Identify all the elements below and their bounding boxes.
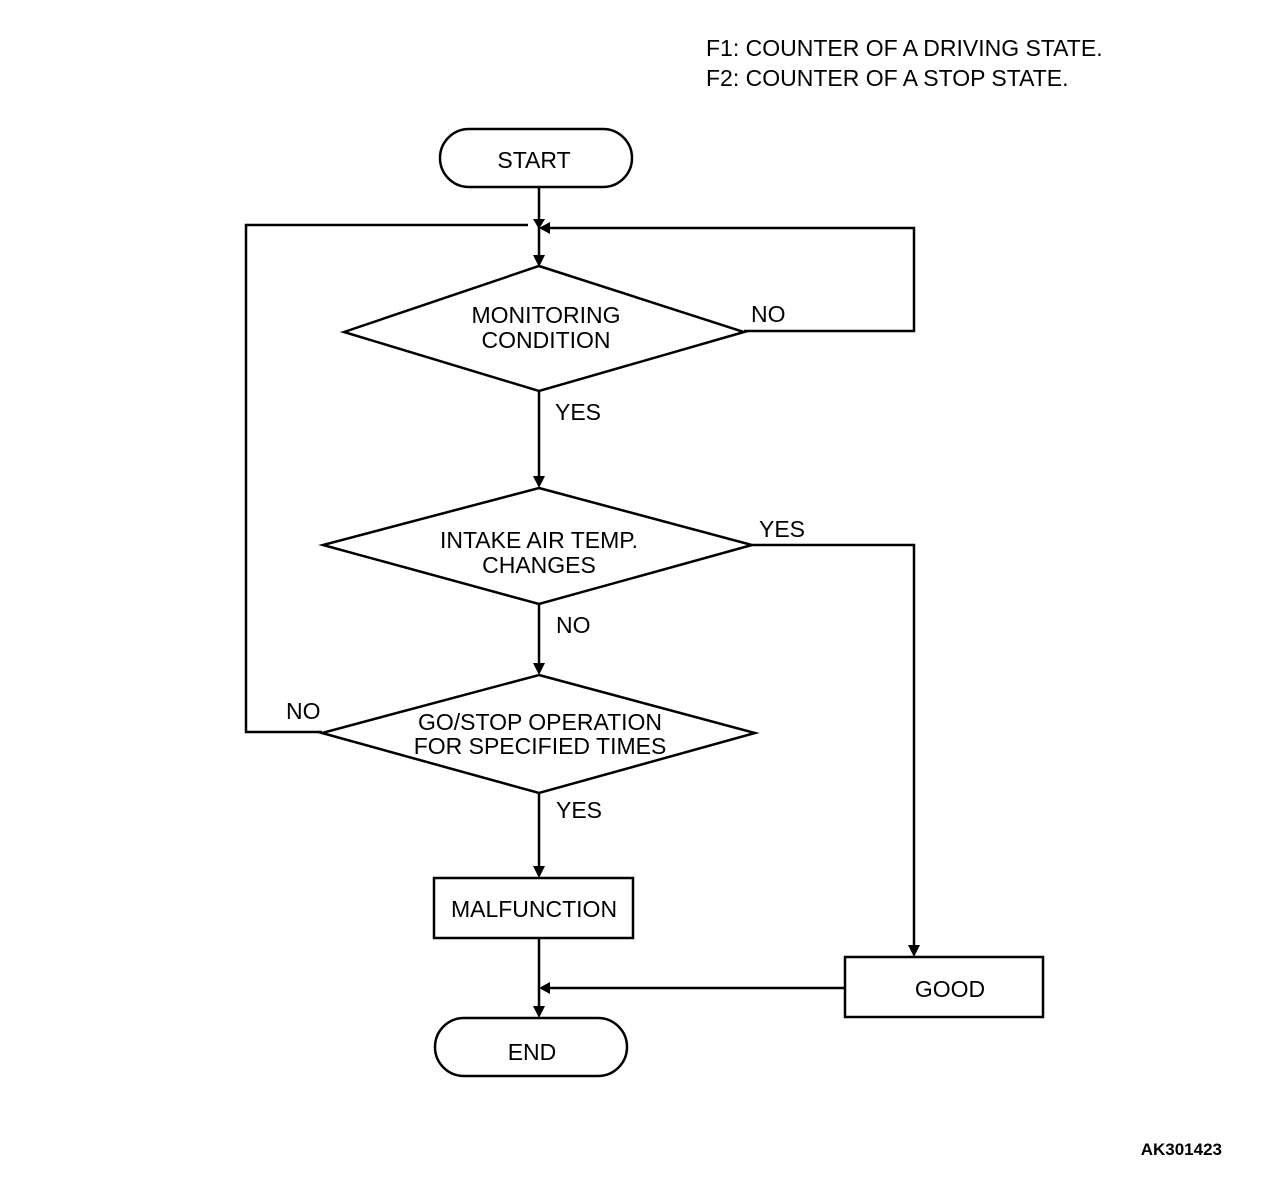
monitoring-no-label: NO [751, 301, 786, 327]
gostop-label-line2: FOR SPECIFIED TIMES [414, 733, 667, 759]
gostop-label-line1: GO/STOP OPERATION [418, 709, 662, 735]
legend-f2: F2: COUNTER OF A STOP STATE. [706, 65, 1069, 91]
malfunction-label: MALFUNCTION [451, 896, 617, 922]
connector-gostop-no [244, 223, 528, 734]
arrowhead-malfunction [533, 866, 545, 878]
arrowhead-monitoring [533, 255, 545, 267]
legend-f1: F1: COUNTER OF A DRIVING STATE. [706, 35, 1103, 61]
start-terminal [438, 127, 634, 189]
intake-label-line1: INTAKE AIR TEMP. [440, 527, 638, 553]
monitoring-label-line2: CONDITION [481, 327, 610, 353]
malfunction-box [432, 876, 635, 940]
intake-no-label: NO [556, 612, 591, 638]
arrowhead-gostop [533, 663, 545, 675]
start-label: START [497, 147, 570, 173]
end-label: END [508, 1039, 557, 1065]
gostop-yes-label: YES [556, 797, 602, 823]
good-box [843, 955, 1045, 1019]
intake-label-line2: CHANGES [482, 552, 596, 578]
gostop-no-label: NO [286, 698, 321, 724]
arrowhead-intake [533, 476, 545, 488]
arrowhead-loop-left [533, 219, 545, 229]
intake-yes-label: YES [759, 516, 805, 542]
arrowhead-good [908, 945, 920, 957]
good-label: GOOD [915, 976, 985, 1002]
monitoring-label-line1: MONITORING [471, 302, 620, 328]
connector-monitoring-no [548, 226, 916, 333]
figure-id: AK301423 [1141, 1140, 1222, 1159]
arrowhead-monitoring-no [539, 222, 550, 234]
end-terminal [433, 1016, 629, 1078]
arrowhead-end [533, 1006, 545, 1018]
monitoring-yes-label: YES [555, 399, 601, 425]
connector-intake-yes [752, 543, 916, 947]
arrowhead-good-merge [539, 982, 550, 994]
